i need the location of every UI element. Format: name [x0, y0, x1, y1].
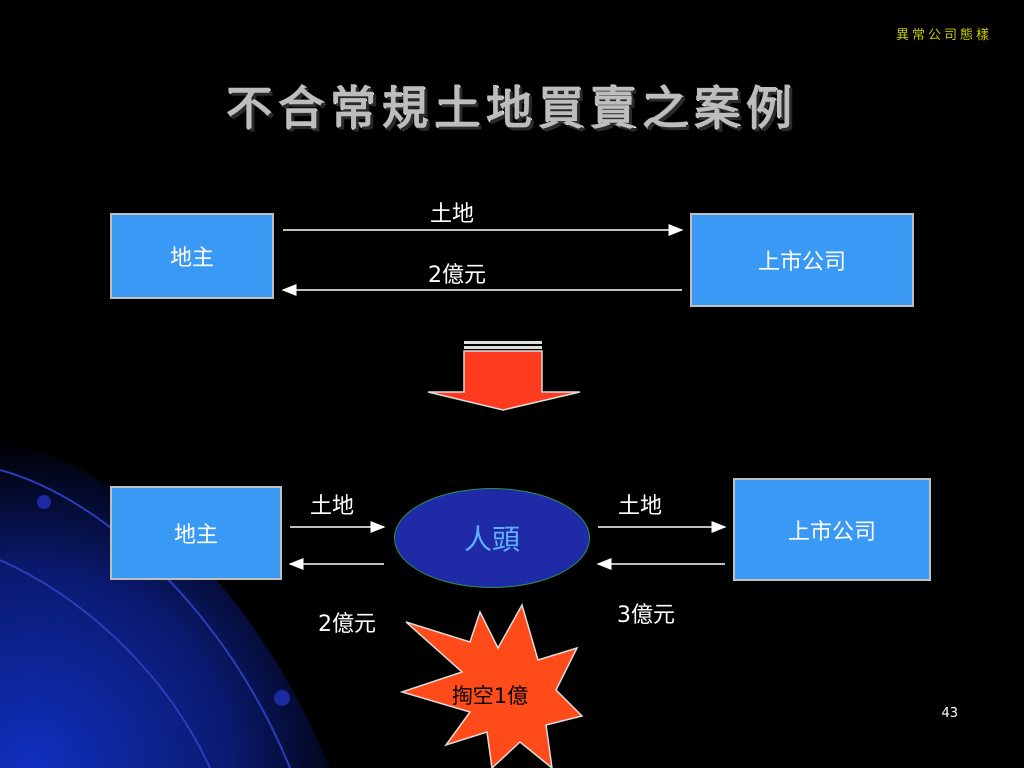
page-number: 43 [941, 706, 958, 721]
decor-dot [274, 690, 290, 706]
header-tag: 異常公司態樣 [895, 28, 992, 43]
top-arrow-left-label: 2億元 [428, 263, 486, 288]
bottom-right-arrow-left-label: 3億元 [617, 603, 675, 628]
top-right-box-label: 上市公司 [757, 250, 846, 275]
burst-label: 掏空1億 [451, 684, 529, 708]
top-left-box-label: 地主 [169, 246, 214, 271]
bottom-left-arrow-left-label: 2億元 [318, 612, 376, 637]
top-right-box: 上市公司 [690, 213, 914, 307]
bottom-right-box-label: 上市公司 [787, 519, 876, 545]
down-arrow-icon [427, 341, 581, 411]
top-arrow-right-label: 土地 [430, 202, 475, 227]
top-left-box: 地主 [110, 213, 274, 299]
slide-title: 不合常規土地買賣之案例 [226, 81, 798, 135]
decor-dot [37, 495, 51, 509]
bottom-left-box: 地主 [110, 486, 282, 580]
bottom-left-arrow-right-label: 土地 [310, 494, 355, 519]
bottom-right-box: 上市公司 [733, 478, 931, 581]
bottom-right-arrow-right-label: 土地 [618, 494, 663, 519]
bottom-left-box-label: 地主 [173, 523, 218, 548]
burst-star-icon [399, 603, 584, 768]
nominee-ellipse: 人頭 [394, 488, 590, 588]
nominee-label: 人頭 [463, 523, 520, 556]
